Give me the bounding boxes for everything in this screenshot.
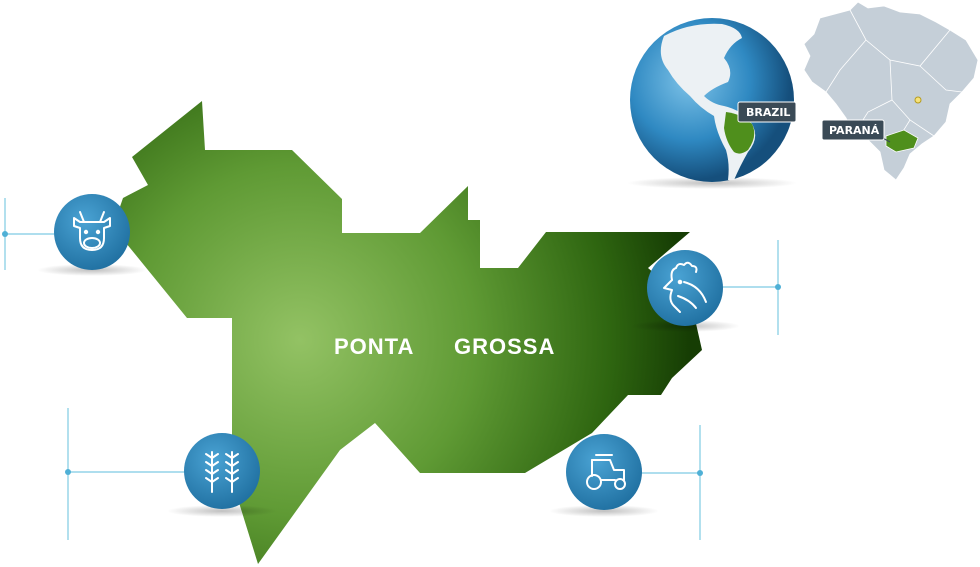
wheat-icon xyxy=(184,433,260,509)
connector-dots xyxy=(2,231,781,476)
tractor-icon xyxy=(566,434,642,510)
state-tag: PARANÁ xyxy=(829,124,880,137)
globe-inset: BRAZIL xyxy=(627,18,797,189)
region-label-left: PONTA xyxy=(334,334,414,359)
region-label-right: GROSSA xyxy=(454,334,555,359)
parana-highlight xyxy=(885,129,919,153)
brazil-map-inset: PARANÁ xyxy=(803,1,979,181)
state-borders xyxy=(825,9,963,137)
cow-icon xyxy=(54,194,130,270)
rooster-icon xyxy=(647,250,723,326)
country-tag: BRAZIL xyxy=(746,106,790,119)
region-ponta-grossa xyxy=(113,101,702,564)
capital-marker xyxy=(914,96,922,104)
brazil-shape xyxy=(803,1,979,181)
